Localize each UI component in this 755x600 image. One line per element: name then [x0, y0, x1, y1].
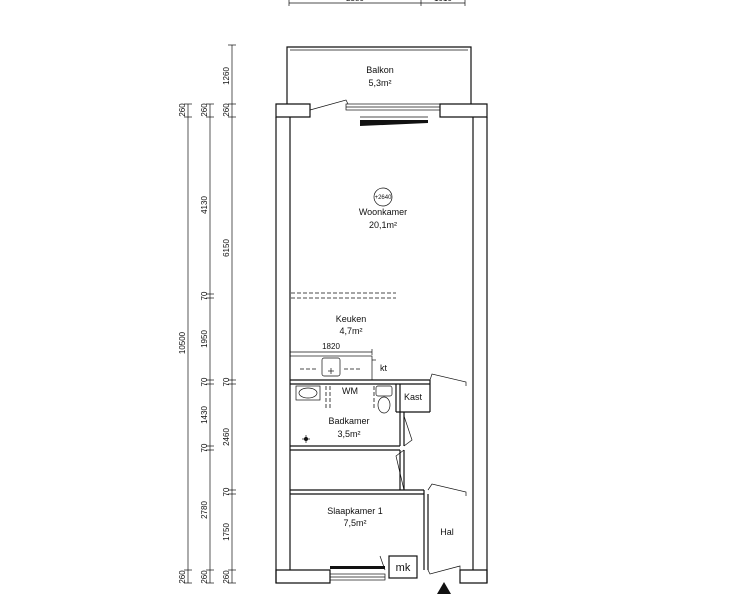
dim-total-top-260: 260 [178, 103, 187, 117]
bathroom-fixtures [295, 385, 393, 443]
dim-inner-70a: 70 [222, 377, 231, 386]
dim-mid-260-bottom: 260 [200, 570, 209, 584]
dim-inner-260: 260 [222, 103, 231, 117]
dim-inner-6150: 6150 [222, 239, 231, 257]
front-door [427, 565, 461, 575]
dimension-chain-inner: 1260 260 6150 70 2460 70 1750 260 [222, 44, 236, 584]
room-keuken-area: 4,7m² [339, 326, 362, 336]
meter-cupboard [388, 555, 418, 579]
level-marker: +2640 [373, 187, 393, 207]
dim-mid-70b: 70 [200, 377, 209, 386]
room-woonkamer-area: 20,1m² [369, 220, 397, 230]
level-marker-text: +2640 [375, 195, 393, 201]
bathroom-walls [290, 379, 431, 451]
dimension-chain-mid: 260 4130 70 1950 70 1430 70 2780 260 [200, 103, 214, 584]
room-balkon-name: Balkon [366, 65, 394, 75]
dim-mid-1950: 1950 [200, 330, 209, 348]
room-badkamer-name: Badkamer [328, 416, 369, 426]
room-hal-name: Hal [440, 527, 454, 537]
bedroom-window [329, 555, 386, 581]
dim-mid-2780: 2780 [200, 501, 209, 519]
balcony-door [309, 99, 441, 126]
label-kt: kt [380, 363, 388, 373]
outer-walls [275, 103, 488, 584]
dim-inner-2460: 2460 [222, 428, 231, 446]
counter-width: 1820 [322, 342, 340, 351]
bathroom-door [403, 415, 413, 447]
dim-inner-260-bottom: 260 [222, 570, 231, 584]
room-balkon-area: 5,3m² [368, 78, 391, 88]
dim-mid-4130: 4130 [200, 196, 209, 214]
dim-mid-70a: 70 [200, 291, 209, 300]
balcony [286, 46, 472, 104]
dim-mid-70c: 70 [200, 443, 209, 452]
dim-inner-1260: 1260 [222, 67, 231, 85]
room-badkamer-area: 3,5m² [337, 429, 360, 439]
room-slaapkamer-name: Slaapkamer 1 [327, 506, 383, 516]
kast-door [429, 373, 467, 386]
dim-mid-1430: 1430 [200, 406, 209, 424]
label-wm: WM [342, 386, 358, 396]
room-woonkamer-name: Woonkamer [359, 207, 407, 217]
room-slaapkamer-area: 7,5m² [343, 518, 366, 528]
room-keuken-name: Keuken [336, 314, 367, 324]
entrance-arrow-icon [437, 582, 451, 594]
dim-inner-70b: 70 [222, 487, 231, 496]
overhead-cabinet [291, 292, 396, 299]
hal-walls [290, 449, 467, 570]
dim-total: 10500 [178, 331, 187, 354]
room-kast-name: Kast [404, 392, 423, 402]
top-dimension: 2380 1010 [288, 0, 466, 6]
dim-inner-1750: 1750 [222, 523, 231, 541]
label-mk: mk [396, 562, 411, 574]
dim-mid-260-top: 260 [200, 103, 209, 117]
dimension-chain-total: 10500 260 260 [178, 103, 192, 584]
kitchen-counter: 1820 [289, 342, 376, 381]
dim-top-right: 1010 [434, 0, 452, 3]
dim-total-bottom-260: 260 [178, 570, 187, 584]
dim-top-left: 2380 [346, 0, 364, 3]
